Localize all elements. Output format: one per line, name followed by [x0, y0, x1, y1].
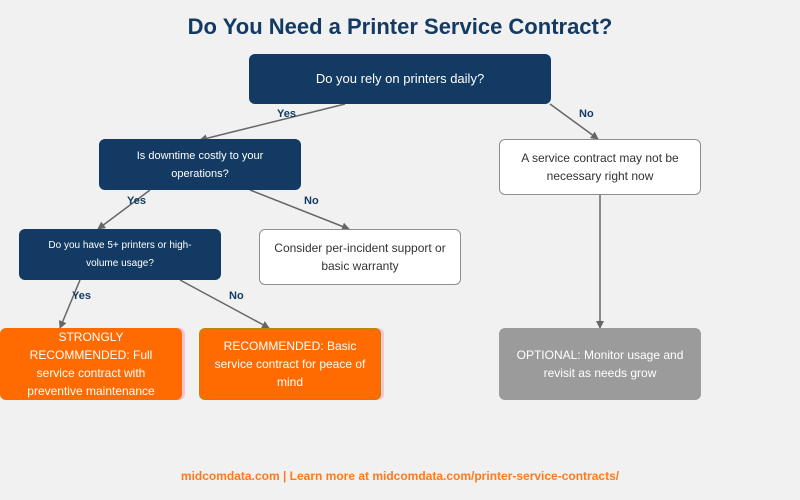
footer-link[interactable]: midcomdata.com | Learn more at midcomdat… [180, 469, 620, 483]
question-rely-daily: Do you rely on printers daily? [249, 54, 551, 104]
node-text: Consider per-incident support or basic w… [274, 241, 446, 273]
node-text: Do you have 5+ printers or high-volume u… [48, 239, 192, 269]
node-text: RECOMMENDED: Basic service contract for … [214, 339, 366, 389]
edge-q3-no [179, 279, 270, 329]
diagram-title: Do You Need a Printer Service Contract? [187, 14, 613, 39]
outcome-optional: OPTIONAL: Monitor usage and revisit as n… [499, 328, 701, 400]
edge-label-q3-no: No [229, 290, 244, 302]
edge-q1-no [549, 103, 599, 140]
edge-q2-no [249, 189, 350, 231]
node-text: STRONGLY RECOMMENDED: Full service contr… [27, 330, 155, 398]
node-text: Do you rely on printers daily? [315, 71, 485, 86]
edge-label-q2-yes: Yes [127, 195, 146, 207]
edge-label-q1-yes: Yes [277, 108, 296, 120]
edge-q2-yes [97, 189, 151, 230]
node-text: Is downtime costly to your operations? [136, 149, 264, 180]
edge-label-q3-yes: Yes [72, 290, 91, 302]
edge-label-q2-no: No [304, 195, 319, 207]
outcome-recommended: RECOMMENDED: Basic service contract for … [199, 328, 381, 400]
outcome-not-necessary: A service contract may not be necessary … [499, 139, 701, 195]
outcome-per-incident-support: Consider per-incident support or basic w… [259, 229, 461, 285]
edge-q1-yes [199, 103, 346, 143]
edge-q3-yes [59, 279, 81, 329]
question-five-plus-printers: Do you have 5+ printers or high-volume u… [19, 229, 221, 280]
edge-label-q1-no: No [579, 108, 594, 120]
question-downtime-costly: Is downtime costly to your operations? [99, 139, 301, 190]
node-text: A service contract may not be necessary … [521, 151, 679, 183]
node-text: OPTIONAL: Monitor usage and revisit as n… [516, 348, 684, 380]
outcome-strongly-recommended: STRONGLY RECOMMENDED: Full service contr… [0, 328, 182, 400]
